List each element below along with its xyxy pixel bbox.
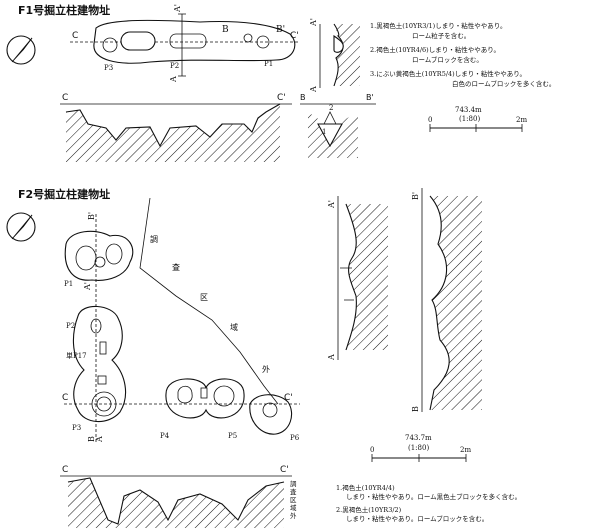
f2-outside-vertical-5: 外 (290, 511, 297, 520)
f1-legend-line-1: 1.黒褐色土(10YR3/1)しまり・粘性ややあり。 (370, 21, 507, 30)
f1-label-c: C (72, 31, 78, 41)
f2-section-c-left: C (62, 465, 68, 475)
f1-legend: 1.黒褐色土(10YR3/1)しまり・粘性ややあり。 ローム粒子を含む。 2.褐… (370, 21, 555, 88)
f1-label-b-prime: B' (276, 25, 285, 35)
f1-section-b-right: B' (366, 93, 374, 102)
f2-pit-p3: P3 (72, 424, 81, 432)
f1-legend-line-5: 3.にぶい黄褐色土(10YR5/4)しまり・粘性ややあり。 (370, 69, 526, 78)
f2-section-c-right: C' (280, 465, 289, 475)
f1-pit-p3: P3 (104, 64, 113, 72)
f1-scale-ratio: (1:80) (459, 115, 480, 123)
f1-title: F1号掘立柱建物址 (18, 3, 110, 17)
f1-label-c-prime: C' (290, 31, 299, 41)
f1-section-c-right: C' (277, 93, 286, 103)
f2-boundary: 調 査 区 域 外 (139, 197, 279, 405)
f1-scale-end: 2m (516, 116, 527, 124)
f2-scale-end: 2m (460, 446, 471, 454)
f2-outside-char-3: 区 (200, 293, 208, 302)
f1-label-a-top: A' (173, 4, 182, 13)
f2-plan-b: B (87, 436, 96, 442)
f2-outside-char-2: 査 (172, 262, 180, 272)
f2-legend: 1.褐色土(10YR4/4) しまり・粘性ややあり。ローム黒色土ブロックを多く含… (336, 483, 521, 523)
f2-title: F2号掘立柱建物址 (18, 187, 110, 201)
f1-scale-bar: 743.4m (1:80) 0 2m (428, 106, 527, 132)
f2-pit-p2: P2 (66, 322, 75, 330)
f1-feature: F1号掘立柱建物址 A' A B B' C C' P3 P2 P1 (6, 3, 555, 162)
f2-plan-a-prime: A' (83, 282, 92, 291)
f2-legend-line-4: しまり・粘性ややあり。ロームブロックを含む。 (346, 514, 488, 523)
f2-outside-vertical-4: 域 (290, 503, 297, 512)
f2-outside-char-1: 調 (150, 234, 158, 244)
f2-scale-elevation: 743.7m (405, 434, 432, 442)
f2-plan-c: C (62, 393, 68, 403)
f2-section-a-top: A' (327, 200, 336, 209)
f2-outside-vertical-1: 調 (290, 479, 297, 488)
f2-legend-line-3: 2.黒褐色土(10YR3/2) (336, 505, 402, 514)
f1-section-c: C C' (60, 93, 292, 162)
f2-outside-vertical-3: 区 (290, 496, 297, 504)
f1-section-b: B B' 2 1 (300, 93, 376, 158)
f1-section-a-top: A' (309, 18, 318, 27)
f2-plan-c-prime: C' (284, 393, 293, 403)
f2-section-a: A' A (327, 196, 388, 361)
f1-legend-line-2: ローム粒子を含む。 (412, 31, 470, 40)
f1-scale-elevation: 743.4m (455, 106, 482, 114)
f1-plan-view: A' A B B' C C' P3 P2 P1 (70, 4, 300, 83)
f2-section-b: B' B (411, 188, 482, 412)
f1-section-a-bottom: A (309, 86, 318, 93)
f2-scale-ratio: (1:80) (408, 444, 429, 452)
f2-scale-zero: 0 (370, 446, 374, 454)
f2-pit-ref: 単P17 (66, 351, 87, 360)
f1-pit-p1: P1 (264, 60, 273, 68)
f2-section-b-top: B' (411, 192, 420, 200)
f2-plan-b-prime: B' (87, 212, 96, 220)
f1-layer-2: 2 (329, 104, 333, 112)
f2-pit-p6: P6 (290, 434, 300, 442)
f2-feature: F2号掘立柱建物址 調 査 区 域 外 P1 (6, 187, 521, 528)
f1-label-a-bottom: A (169, 76, 178, 83)
f1-section-a: A' A (309, 18, 360, 93)
f1-label-b: B (222, 25, 229, 35)
f2-pit-p1: P1 (64, 280, 73, 288)
f1-section-c-left: C (62, 93, 68, 103)
f1-layer-1: 1 (322, 128, 326, 136)
f1-legend-line-3: 2.褐色土(10YR4/6)しまり・粘性ややあり。 (370, 45, 500, 54)
f1-scale-zero: 0 (428, 116, 432, 124)
f1-pit-p2: P2 (170, 62, 179, 70)
f2-north-arrow-icon (6, 212, 36, 242)
f2-outside-vertical: 調 査 区 域 外 (290, 479, 297, 520)
f2-pit-p4: P4 (160, 432, 170, 440)
f2-section-b-bottom: B (411, 406, 420, 412)
f2-legend-line-1: 1.褐色土(10YR4/4) (336, 483, 395, 492)
f2-outside-char-4: 域 (230, 322, 238, 332)
f2-scale-bar: 743.7m (1:80) 0 2m (370, 434, 471, 462)
f2-plan-a: A (95, 436, 104, 443)
f2-plan-view: P1 P2 単P17 P3 P4 P5 P6 B' (62, 212, 300, 444)
f2-outside-vertical-2: 査 (290, 487, 297, 496)
f2-legend-line-2: しまり・粘性ややあり。ローム黒色土ブロックを多く含む。 (346, 492, 521, 501)
f2-pit-p5: P5 (228, 432, 237, 440)
f2-outside-char-5: 外 (262, 364, 270, 374)
f1-legend-line-4: ロームブロックを含む。 (412, 55, 483, 64)
f1-section-b-left: B (300, 93, 306, 102)
f2-section-c: C C' 調 査 区 域 外 (60, 465, 297, 528)
f1-north-arrow-icon (6, 35, 36, 65)
f2-section-a-bottom: A (327, 354, 336, 361)
f1-legend-line-6: 白色のロームブロックを多く含む。 (452, 79, 555, 88)
